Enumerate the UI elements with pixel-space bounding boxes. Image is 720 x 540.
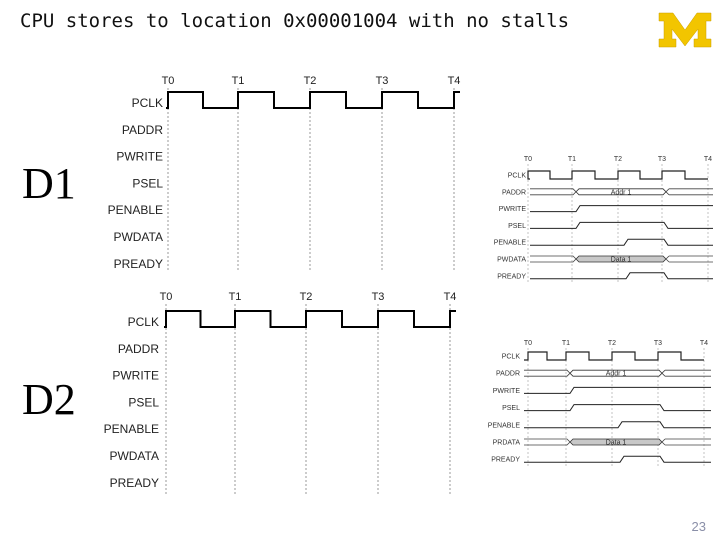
time-label-t1: T1 [232, 75, 245, 87]
ref-signal-label-pready: PREADY [491, 457, 520, 464]
ref-time-label-t4: T4 [700, 340, 708, 347]
time-label-t2: T2 [300, 291, 313, 303]
signal-label-penable: PENABLE [104, 422, 159, 436]
time-label-t0: T0 [160, 291, 173, 303]
ref-penable-waveform [524, 421, 711, 429]
signal-label-pwdata: PWDATA [109, 449, 159, 463]
ref-paddr-pre-bus [530, 188, 577, 196]
ref-paddr-post-bus [661, 369, 711, 377]
page-number: 23 [691, 519, 706, 534]
signal-label-penable: PENABLE [108, 203, 163, 217]
ref-data-valid-window [575, 255, 667, 263]
time-label-t0: T0 [162, 75, 175, 87]
ref-paddr-pre-bus [524, 369, 571, 377]
university-logo [658, 12, 712, 48]
ref-signal-label-pclk: PCLK [508, 173, 527, 180]
ref-time-label-t0: T0 [524, 156, 532, 163]
ref-signal-label-pclk: PCLK [502, 354, 521, 361]
signal-label-paddr: PADDR [122, 123, 163, 137]
ref-data-valid-window [569, 438, 663, 446]
diagram-label-d1: D1 [22, 159, 76, 208]
ref-pclk-waveform [524, 351, 704, 361]
ref-signal-label-pready: PREADY [497, 273, 526, 280]
ref-signal-label-penable: PENABLE [494, 240, 527, 247]
ref-psel-waveform [530, 221, 713, 229]
signal-label-pclk: PCLK [132, 96, 163, 110]
ref-signal-label-prdata: PRDATA [493, 440, 521, 447]
ref-paddr-label: Addr 1 [611, 189, 632, 196]
ref-time-label-t3: T3 [658, 156, 666, 163]
signal-label-psel: PSEL [128, 395, 159, 409]
ref-penable-waveform [530, 238, 713, 246]
slide-title: CPU stores to location 0x00001004 with n… [20, 10, 570, 32]
ref-signal-label-pwrite: PWRITE [499, 206, 527, 213]
ref-signal-label-paddr: PADDR [496, 371, 520, 378]
ref-data-label: Data 1 [606, 440, 627, 447]
signal-label-pwdata: PWDATA [113, 230, 163, 244]
signal-label-pready: PREADY [114, 257, 163, 271]
signal-label-psel: PSEL [132, 176, 163, 190]
ref-psel-waveform [524, 404, 711, 412]
ref-time-label-t3: T3 [654, 340, 662, 347]
time-label-t4: T4 [444, 291, 457, 303]
ref-time-label-t2: T2 [614, 156, 622, 163]
ref-paddr-post-bus [665, 188, 713, 196]
ref-time-label-t2: T2 [608, 340, 616, 347]
signal-label-paddr: PADDR [118, 342, 159, 356]
ref-paddr-label: Addr 1 [606, 371, 627, 378]
diagram-label-d2: D2 [22, 375, 76, 424]
pclk-waveform [164, 310, 456, 328]
signal-label-pclk: PCLK [128, 315, 159, 329]
time-label-t3: T3 [372, 291, 385, 303]
ref-data-pre-bus [530, 255, 577, 263]
ref-time-label-t1: T1 [562, 340, 570, 347]
time-label-t4: T4 [448, 75, 461, 87]
signal-label-pwrite: PWRITE [112, 369, 159, 383]
ref-time-label-t4: T4 [704, 156, 712, 163]
time-label-t2: T2 [304, 75, 317, 87]
ref-pready-waveform [530, 272, 713, 280]
ref-signal-label-pwrite: PWRITE [493, 388, 521, 395]
ref-data-post-bus [665, 255, 713, 263]
time-label-t3: T3 [376, 75, 389, 87]
pclk-waveform [166, 91, 460, 109]
ref-pwrite-waveform [524, 386, 711, 394]
ref-data-label: Data 1 [611, 257, 632, 264]
time-label-t1: T1 [229, 291, 242, 303]
ref-pclk-waveform [527, 170, 708, 180]
ref-signal-label-pwdata: PWDATA [497, 257, 526, 264]
ref-signal-label-psel: PSEL [502, 405, 520, 412]
ref-time-label-t1: T1 [568, 156, 576, 163]
ref-signal-label-penable: PENABLE [488, 422, 521, 429]
ref-data-pre-bus [524, 438, 571, 446]
ref-time-label-t0: T0 [524, 340, 532, 347]
ref-paddr-valid-window [569, 369, 663, 377]
ref-pready-waveform [524, 455, 711, 463]
ref-data-post-bus [661, 438, 711, 446]
signal-label-pwrite: PWRITE [116, 150, 163, 164]
ref-paddr-valid-window [575, 188, 667, 196]
ref-signal-label-psel: PSEL [508, 223, 526, 230]
ref-pwrite-waveform [530, 205, 713, 213]
ref-signal-label-paddr: PADDR [502, 189, 526, 196]
signal-label-pready: PREADY [110, 476, 159, 490]
